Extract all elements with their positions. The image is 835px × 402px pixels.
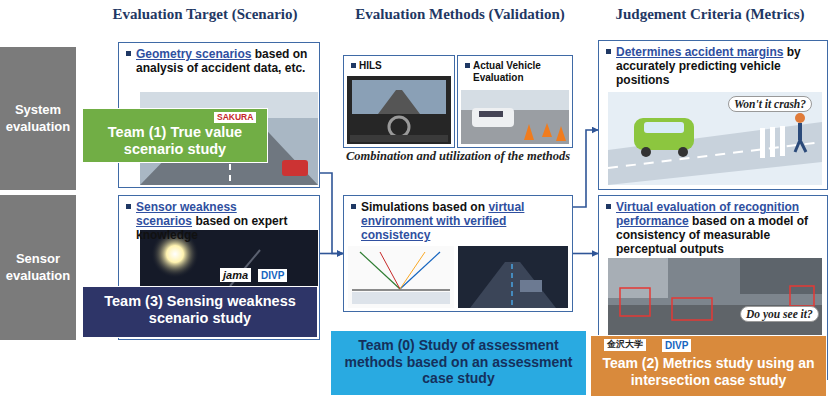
criteria-box: Determines accident marginsby accurately… (598, 40, 828, 190)
hils-photo-part (350, 135, 448, 142)
simulation-illustration-part (352, 289, 450, 291)
car-pedestrian-illustration-part (644, 122, 684, 133)
node-text: Simulations based on (361, 200, 485, 214)
node-text-block: Simulations based onvirtual environment … (344, 196, 572, 242)
car-pedestrian-illustration (608, 92, 822, 185)
column-header: Evaluation Methods (Validation) (335, 6, 585, 23)
street-recognition-photo-part (608, 258, 668, 298)
simulation-illustration-part (470, 262, 556, 308)
vehicle-test-photo-part (556, 126, 566, 141)
column-header: Evaluation Target (Scenario) (80, 6, 330, 23)
category-band: System evaluation (0, 47, 76, 190)
team-box: Team (0) Study of assessment methods bas… (330, 330, 587, 396)
node-text: Team (1) True value scenario study (108, 124, 242, 157)
team-box: Team (3) Sensing weakness scenario study (82, 286, 318, 338)
column-header: Judgement Criteria (Metrics) (590, 6, 830, 23)
node-text-block: Team (1) True value scenario study (89, 124, 261, 158)
vehicle-test-photo-part (472, 108, 514, 127)
car-pedestrian-illustration-part (634, 118, 694, 150)
logo-text: 金沢大学 (604, 339, 646, 351)
flow-arrow (573, 130, 598, 207)
node-text-block: HILS (344, 56, 454, 72)
node-text: Determines accident margins (616, 45, 783, 59)
method-box: Simulations based onvirtual environment … (343, 195, 573, 312)
simulation-illustration-part (520, 280, 542, 292)
car-pedestrian-illustration-part (641, 147, 651, 157)
logo-text: DIVP (258, 269, 287, 282)
method-box: HILS (343, 55, 455, 148)
node-text: Sensor evaluation (6, 251, 70, 282)
node-text-block: Team (0) Study of assessment methods bas… (337, 337, 580, 387)
car-pedestrian-illustration-part (780, 126, 785, 156)
simulation-illustration-part (380, 252, 400, 289)
street-recognition-photo (608, 258, 822, 335)
node-text: Actual Vehicle Evaluation (473, 60, 541, 83)
node-text-block: Actual Vehicle Evaluation (458, 56, 572, 84)
vehicle-test-photo-part (542, 123, 552, 137)
node-text: Team (3) Sensing weakness scenario study (104, 293, 296, 326)
category-band: Sensor evaluation (0, 195, 76, 340)
node-text-block: Sensor weakness scenariosbased on expert… (119, 196, 319, 242)
road-scene-photo-part (282, 160, 308, 176)
car-pedestrian-illustration-part (760, 128, 765, 158)
street-recognition-photo-part (790, 286, 814, 306)
node-text: Geometry scenarios (136, 47, 251, 61)
flow-arrow (573, 253, 598, 255)
logo-text: DIVP (662, 339, 691, 352)
node-text-block: Team (2) Metrics study using an intersec… (597, 355, 820, 388)
vehicle-test-photo-part (461, 90, 569, 110)
simulation-illustration-part (360, 252, 400, 289)
node-text-block: Team (3) Sensing weakness scenario study (89, 293, 311, 327)
callout-bubble: Won't it crash? (728, 96, 812, 112)
car-pedestrian-illustration-part (798, 123, 802, 140)
vehicle-test-photo-part (479, 111, 503, 117)
node-text: Team (0) Study of assessment methods bas… (345, 337, 573, 386)
method-note: Combination and utilization of the metho… (346, 150, 572, 164)
street-recognition-photo-part (620, 288, 650, 316)
car-pedestrian-illustration-part (608, 92, 822, 185)
node-text-block: System evaluation (4, 102, 72, 135)
node-text-block: Sensor evaluation (4, 251, 72, 284)
street-recognition-photo-part (740, 258, 822, 294)
vehicle-test-photo-part (524, 124, 534, 140)
flow-arrow (320, 253, 343, 255)
street-recognition-photo-part (608, 305, 822, 335)
simulation-illustration-part (511, 264, 513, 308)
simulation-illustration-part (400, 252, 440, 289)
callout-bubble: Do you see it? (740, 306, 819, 322)
node-text-block: Virtual evaluation of recognition perfor… (599, 196, 827, 257)
hils-photo-part (378, 90, 420, 114)
car-pedestrian-illustration-part (770, 127, 775, 157)
car-pedestrian-illustration-part (795, 113, 805, 123)
simulation-illustration-part (348, 246, 454, 308)
simulation-illustration-part (352, 292, 450, 304)
street-recognition-photo-part (672, 298, 712, 320)
node-text: Team (2) Metrics study using an intersec… (602, 355, 814, 388)
flow-arrow (320, 173, 343, 254)
node-text-block: Determines accident marginsby accurately… (599, 41, 827, 87)
node-text: HILS (359, 60, 382, 71)
logo-text: jama (220, 268, 251, 282)
hils-photo-part (352, 80, 446, 114)
logo-text: SAKURA (214, 112, 256, 123)
simulation-illustration-part (458, 246, 568, 308)
street-recognition-photo-part (608, 258, 822, 335)
simulation-illustration (348, 246, 568, 308)
hils-photo-part (389, 117, 409, 137)
car-pedestrian-illustration-part (800, 140, 806, 152)
vehicle-test-photo (461, 90, 569, 144)
simulation-illustration-part (400, 252, 425, 289)
method-box: Actual Vehicle Evaluation (457, 55, 573, 148)
hils-photo-part (347, 76, 451, 144)
node-text: System evaluation (6, 102, 70, 133)
node-text-block: Geometry scenariosbased on analysis of a… (119, 43, 319, 75)
hils-photo (347, 76, 451, 144)
car-pedestrian-illustration-part (678, 147, 688, 157)
